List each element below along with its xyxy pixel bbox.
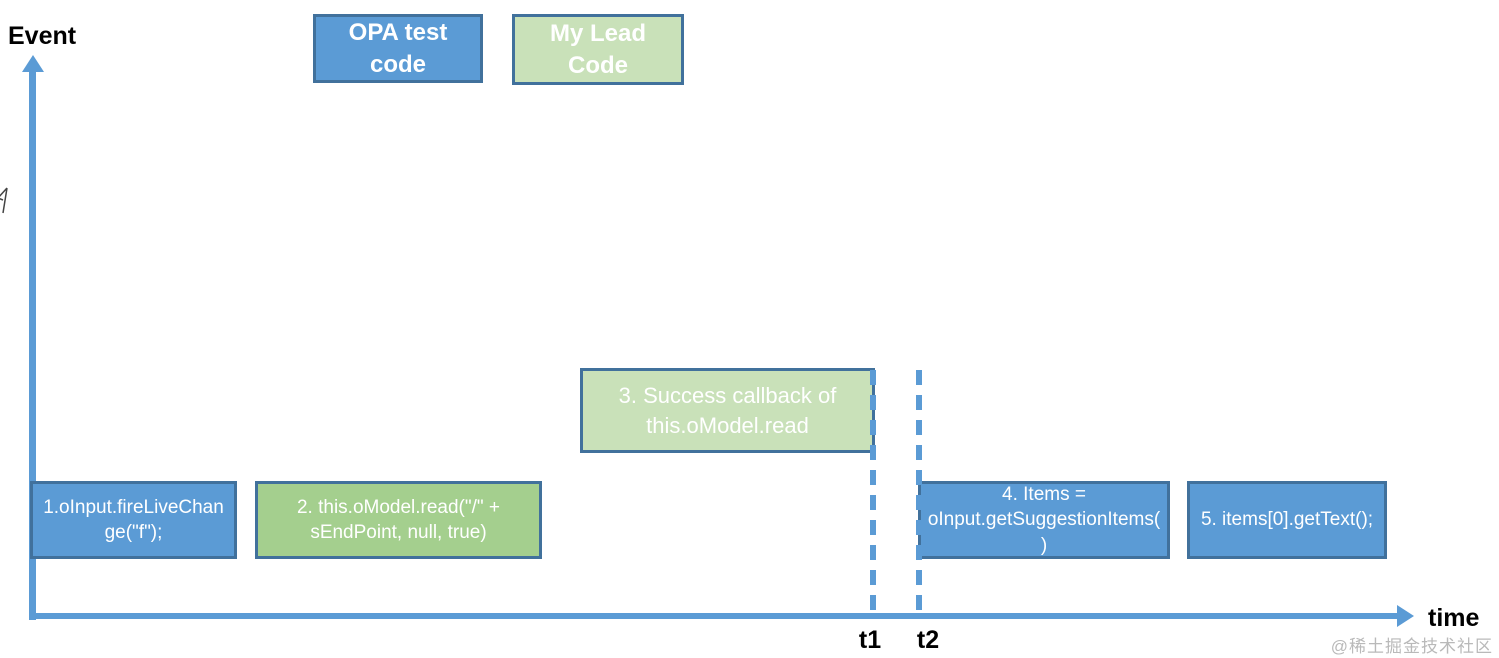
y-axis-arrow-icon <box>22 55 44 72</box>
x-axis-arrow-icon <box>1397 605 1414 627</box>
event-box-1-label: 1.oInput.fireLiveChange("f"); <box>43 496 224 543</box>
y-axis-label: Event <box>8 22 77 50</box>
legend-my-lead-code: My Lead Code <box>512 14 684 85</box>
x-axis-label: time <box>1428 604 1480 632</box>
event-box-2: 2. this.oModel.read("/" + sEndPoint, nul… <box>255 481 542 559</box>
time-marker-t2-label: t2 <box>916 626 940 654</box>
dashed-line-t1 <box>870 370 876 614</box>
event-box-2-label: 2. this.oModel.read("/" + sEndPoint, nul… <box>296 496 501 543</box>
time-marker-t1-label: t1 <box>858 626 882 654</box>
event-box-1: 1.oInput.fireLiveChange("f"); <box>30 481 237 559</box>
y-axis-line <box>29 70 36 620</box>
event-box-4: 4. Items = oInput.getSuggestionItems() <box>918 481 1170 559</box>
legend-lead-label: My Lead Code <box>549 19 647 79</box>
cursor-artifact <box>0 186 9 221</box>
event-box-3: 3. Success callback of this.oModel.read <box>580 368 875 453</box>
legend-opa-label: OPA test code <box>348 18 448 78</box>
legend-opa-test-code: OPA test code <box>313 14 483 83</box>
event-box-5-label: 5. items[0].getText(); <box>1200 509 1374 531</box>
event-box-5: 5. items[0].getText(); <box>1187 481 1387 559</box>
event-box-4-label: 4. Items = oInput.getSuggestionItems() <box>927 484 1161 556</box>
watermark: @稀土掘金技术社区 <box>1330 637 1493 656</box>
event-box-3-label: 3. Success callback of this.oModel.read <box>618 383 837 438</box>
x-axis-line <box>29 613 1398 619</box>
dashed-line-t2 <box>916 370 922 614</box>
